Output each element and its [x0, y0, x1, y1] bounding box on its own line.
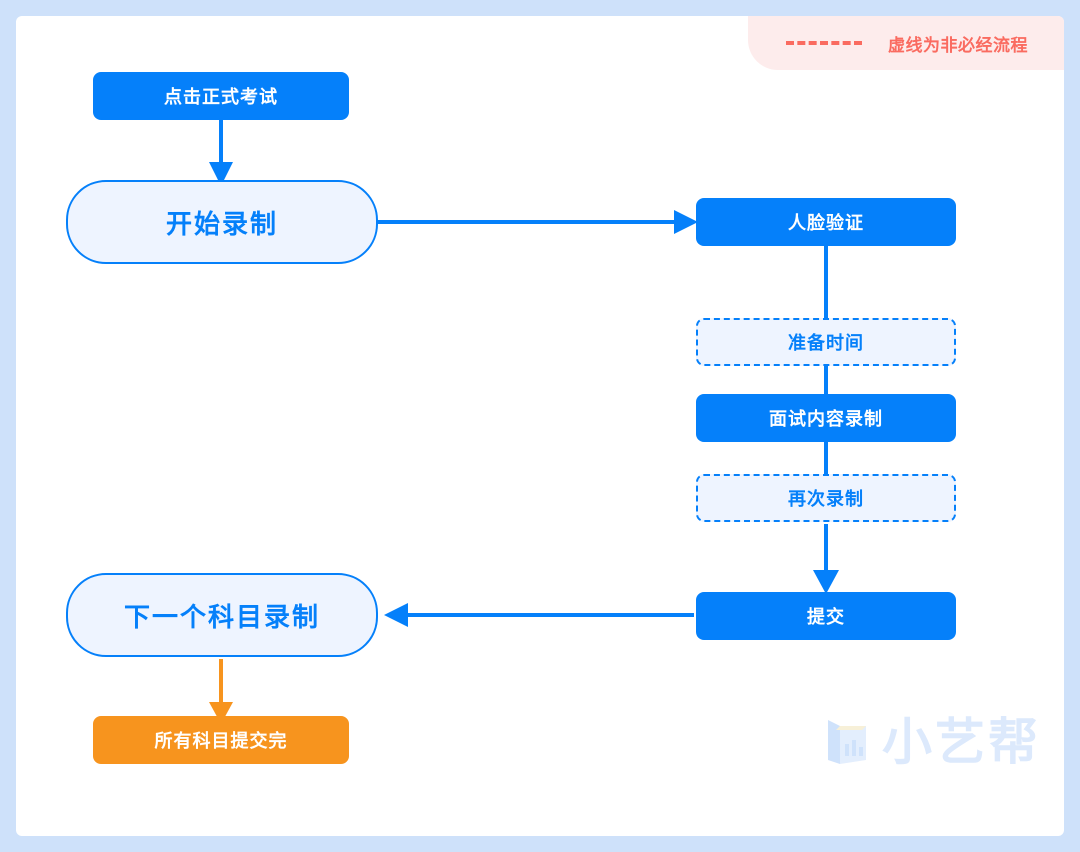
watermark-text: 小艺帮: [882, 714, 1041, 770]
legend-dashed-line-icon: [786, 41, 862, 45]
node-start-exam[interactable]: 点击正式考试: [93, 72, 349, 120]
node-preparation-time[interactable]: 准备时间: [696, 318, 956, 366]
node-record-again[interactable]: 再次录制: [696, 474, 956, 522]
legend-banner: 虚线为非必经流程: [748, 16, 1064, 70]
connector-start-recording-to-face-verification: [378, 210, 698, 234]
node-start-recording[interactable]: 开始录制: [66, 180, 378, 264]
node-submit[interactable]: 提交: [696, 592, 956, 640]
flowchart-canvas: 虚线为非必经流程: [16, 16, 1064, 836]
connector-submit-to-next-subject: [384, 603, 694, 627]
node-all-submitted[interactable]: 所有科目提交完: [93, 716, 349, 764]
node-interview-recording[interactable]: 面试内容录制: [696, 394, 956, 442]
xiaoyibang-logo-icon: [828, 720, 866, 764]
connector-record-again-to-submit: [813, 524, 839, 594]
connector-next-subject-to-all-submitted: [209, 659, 233, 724]
watermark: 小艺帮: [824, 716, 1041, 768]
legend-label: 虚线为非必经流程: [888, 35, 1028, 55]
connector-start-exam-to-start-recording: [209, 120, 233, 186]
node-next-subject[interactable]: 下一个科目录制: [66, 573, 378, 657]
node-face-verification[interactable]: 人脸验证: [696, 198, 956, 246]
